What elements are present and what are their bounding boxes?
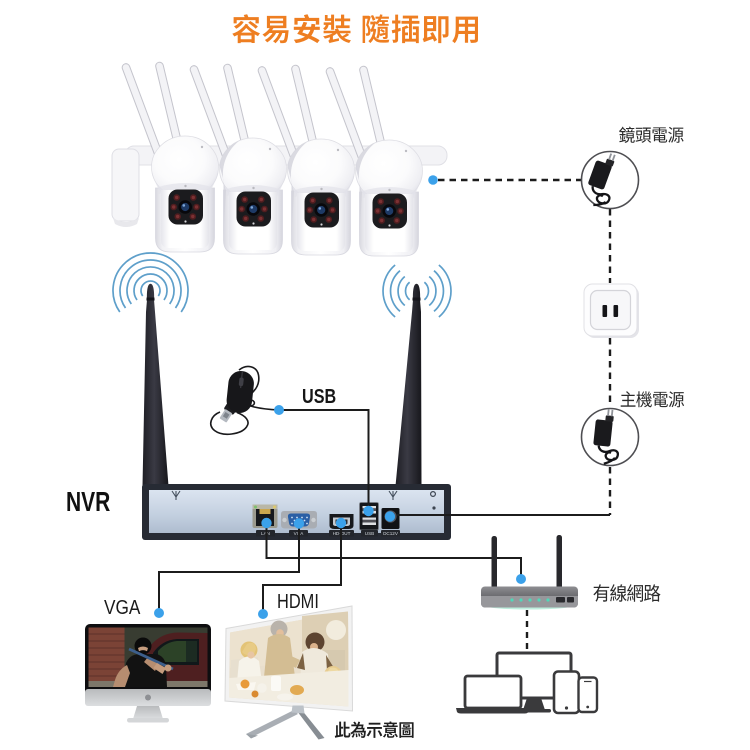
svg-text:HDMI: HDMI [277, 589, 319, 612]
svg-text:VGA: VGA [104, 597, 141, 620]
svg-text:USB: USB [302, 384, 336, 407]
svg-text:USB: USB [365, 531, 374, 536]
svg-text:DC12V: DC12V [383, 531, 399, 536]
svg-text:NVR: NVR [66, 487, 110, 518]
